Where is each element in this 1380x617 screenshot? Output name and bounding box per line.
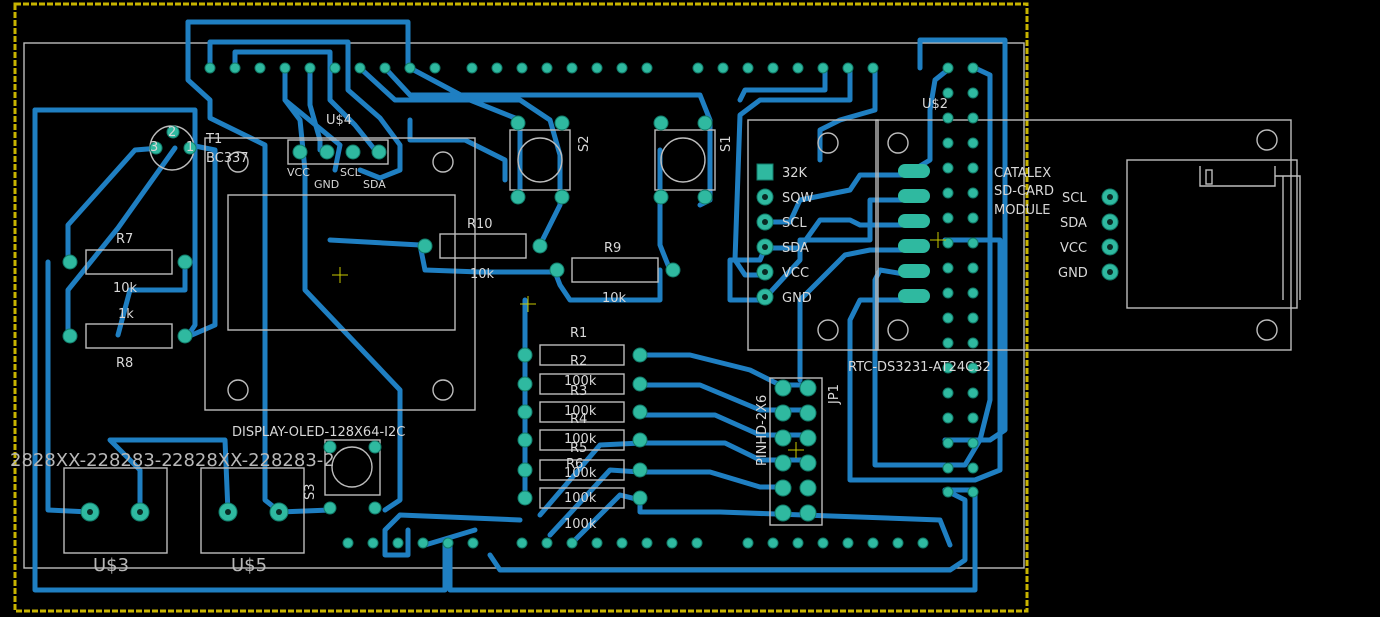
resistor-bank-name: R6 — [566, 457, 583, 472]
t1-pads — [149, 125, 197, 155]
resistor-bank-name: R4 — [570, 412, 587, 427]
u2-header-pads — [942, 62, 979, 498]
r10-value: 10k — [470, 267, 495, 282]
s3-name: S3 — [303, 483, 318, 500]
sd-header-pads — [1101, 188, 1119, 281]
u4-pin-gnd: GND — [314, 178, 339, 191]
t1-pin-3: 3 — [150, 140, 158, 155]
sd-pin-gnd: GND — [1058, 266, 1088, 281]
oled-label: DISPLAY-OLED-128X64-I2C — [232, 425, 405, 440]
header-bottom-pads — [342, 537, 929, 549]
r8-name: R8 — [116, 356, 133, 371]
r9-name: R9 — [604, 241, 621, 256]
r9-value: 10k — [602, 291, 627, 306]
jp1-name: JP1 — [827, 384, 842, 405]
resistor-bank-name: R2 — [570, 354, 587, 369]
u2-name: U$2 — [922, 97, 948, 112]
rtc-pin-sda: SDA — [782, 241, 809, 256]
rtc-label: RTC-DS3231-AT24C32 — [848, 360, 991, 375]
sd-slot — [1199, 166, 1301, 300]
u4-pin-vcc: VCC — [287, 166, 310, 179]
resistor-pads — [62, 238, 681, 506]
r7-name: R7 — [116, 232, 133, 247]
u3-name: U$3 — [93, 555, 129, 576]
sd-label-line: SD-CARD — [994, 184, 1054, 199]
resistor-bank-name: R1 — [570, 326, 587, 341]
u3-value: 2828XX-228283-2 — [10, 450, 173, 471]
rtc-smd-pads — [898, 164, 930, 303]
rtc-pin-scl: SCL — [782, 216, 807, 231]
component-outlines — [63, 119, 1298, 554]
r10-name: R10 — [467, 217, 493, 232]
r8-value: 1k — [118, 307, 134, 322]
component-labels: T1 BC337 3 2 1 U$4 VCC GND SCL SDA DISPL… — [10, 97, 1088, 576]
header-top-left-pads — [204, 62, 879, 74]
terminal-pads — [80, 502, 289, 522]
switch-pads — [323, 115, 713, 515]
sd-pin-scl: SCL — [1062, 191, 1087, 206]
resistor-bank-value: 100k — [564, 404, 597, 419]
sd-label-line: MODULE — [994, 203, 1050, 218]
r7-value: 10k — [113, 281, 138, 296]
s1-name: S1 — [719, 135, 734, 152]
u4-name: U$4 — [326, 113, 352, 128]
resistor-bank-value: 100k — [564, 466, 597, 481]
u4-pin-sda: SDA — [363, 178, 386, 191]
rtc-pin-vcc: VCC — [782, 266, 809, 281]
resistor-bank-value: 100k — [564, 432, 597, 447]
board-edge — [13, 2, 1029, 613]
s2-name: S2 — [577, 135, 592, 152]
jp1-pads — [774, 379, 817, 522]
t1-name: T1 — [205, 132, 222, 147]
t1-pin-1: 1 — [186, 140, 194, 155]
resistor-bank-name: R5 — [570, 441, 587, 456]
jp1-value: PINHD-2X6 — [755, 395, 770, 466]
rtc-pin-gnd: GND — [782, 291, 812, 306]
u5-value: 2828XX-228283-2 — [172, 450, 335, 471]
resistor-bank-value: 100k — [564, 517, 597, 532]
rtc-pin-32k: 32K — [782, 166, 808, 181]
pads — [62, 62, 1119, 549]
copper-traces — [32, 19, 1008, 593]
sd-pin-vcc: VCC — [1060, 241, 1087, 256]
rtc-pin-sqw: SQW — [782, 191, 813, 206]
u5-name: U$5 — [231, 555, 267, 576]
sd-label-line: CATALEX — [994, 166, 1051, 181]
sd-pin-sda: SDA — [1060, 216, 1087, 231]
resistor-bank-name: R3 — [570, 384, 587, 399]
u4-pin-scl: SCL — [340, 166, 362, 179]
resistor-bank-value: 100k — [564, 491, 597, 506]
rtc-header-pads — [756, 163, 774, 306]
resistor-bank-value: 100k — [564, 374, 597, 389]
origin-markers — [332, 232, 946, 458]
t1-pin-2: 2 — [168, 125, 176, 140]
t1-value: BC337 — [206, 151, 249, 166]
oled-pads — [292, 144, 387, 160]
